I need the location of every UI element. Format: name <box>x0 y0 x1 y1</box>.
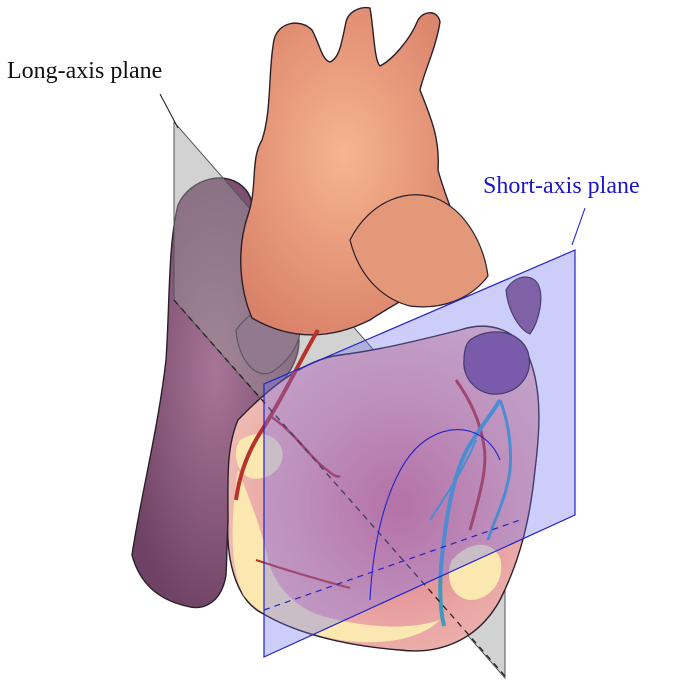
short-axis-leader-line <box>571 207 586 246</box>
pulmonary-vein <box>505 276 542 335</box>
short-axis-plane <box>263 249 576 658</box>
pulmonary-trunk <box>349 194 489 308</box>
epicardial-fat <box>232 470 440 643</box>
long-axis-plane-label: Long-axis plane <box>7 58 163 84</box>
left-coronary-artery <box>454 379 487 531</box>
short-axis-plane-label: Short-axis plane <box>483 173 640 199</box>
coronary-branch <box>269 414 341 478</box>
left-atrial-appendage <box>463 331 530 395</box>
coronary-vein <box>429 439 477 521</box>
epicardial-fat <box>448 544 502 600</box>
short-axis-line <box>263 519 521 611</box>
apex-contour <box>369 429 501 601</box>
coronary-vein <box>438 398 502 627</box>
long-axis-leader-line <box>159 93 179 129</box>
right-coronary-artery <box>234 328 320 501</box>
coronary-branch <box>255 559 351 589</box>
coronary-vein <box>486 399 512 541</box>
epicardial-fat <box>235 434 283 479</box>
